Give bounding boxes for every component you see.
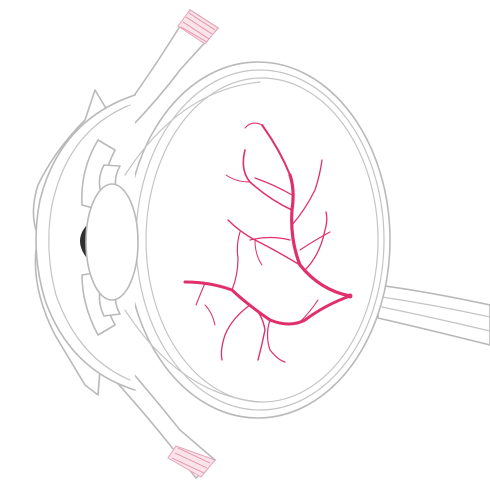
- optic-disc: [348, 294, 353, 299]
- eyeball: [126, 62, 390, 418]
- lens: [86, 184, 138, 300]
- optic-nerve: [378, 285, 490, 345]
